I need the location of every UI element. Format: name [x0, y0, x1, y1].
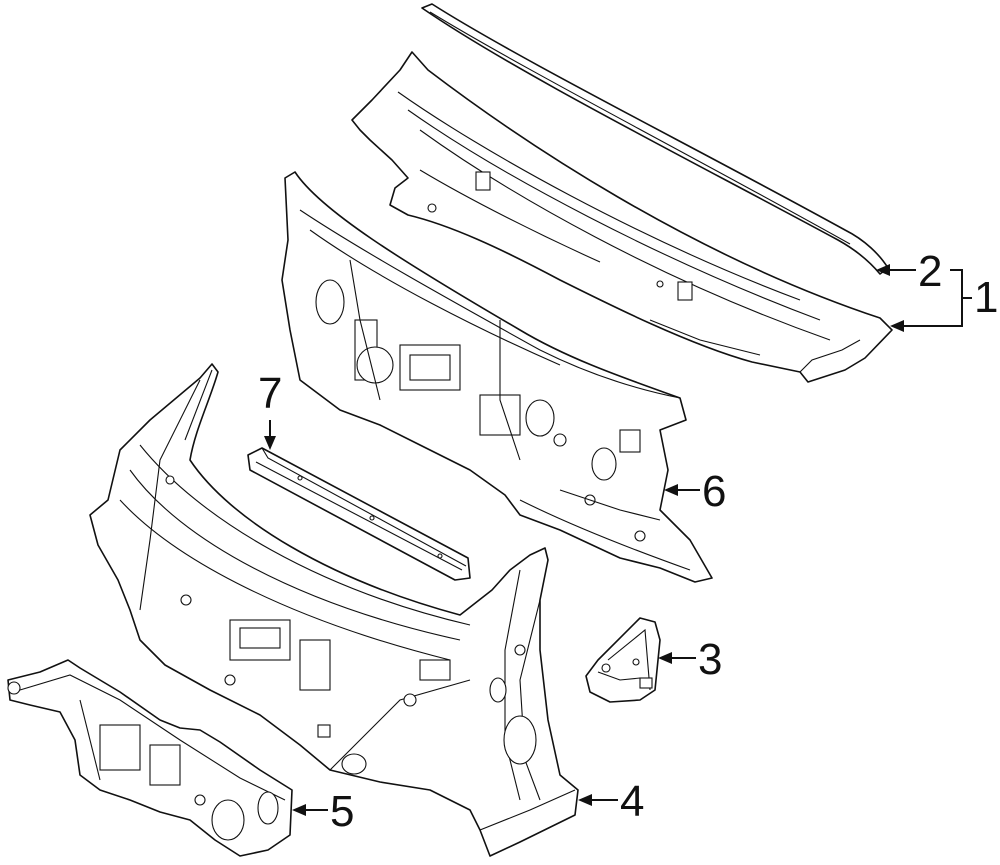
reinforcement-bar-part: [247, 447, 471, 581]
dash-panel-part: [281, 171, 713, 583]
dash-assembly-part: [89, 363, 579, 857]
leader-lines: [264, 264, 972, 816]
callout-6: 6: [702, 467, 726, 516]
callout-3: 3: [698, 635, 722, 684]
cowl-panel-part: [351, 51, 893, 383]
bracket-part: [585, 617, 661, 703]
lower-member-part: [7, 659, 293, 857]
callout-4: 4: [620, 777, 644, 826]
callout-7: 7: [258, 369, 282, 418]
callout-1: 1: [974, 273, 998, 322]
callout-5: 5: [330, 787, 354, 836]
callout-2: 2: [918, 247, 942, 296]
